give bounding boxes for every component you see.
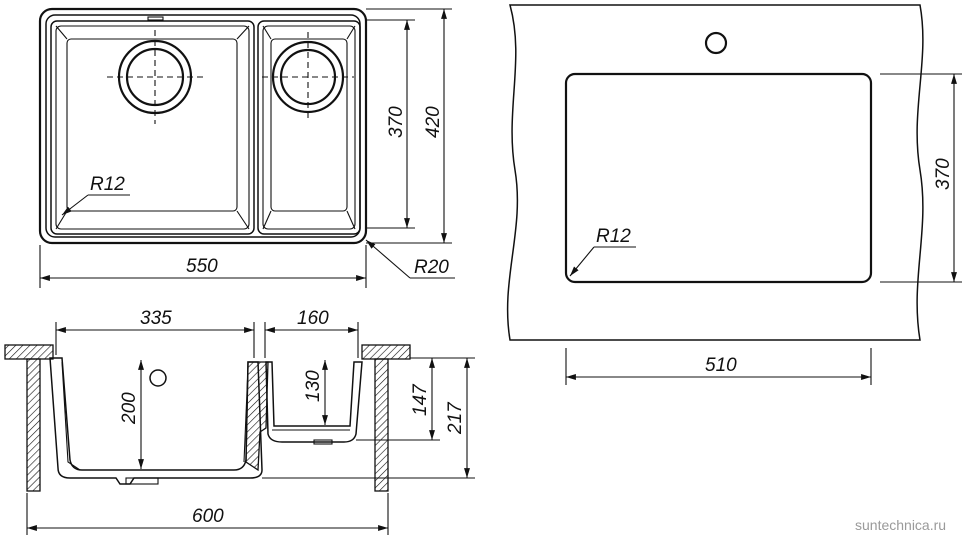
- section-left-depth-label: 200: [119, 392, 140, 425]
- top-width-label: 550: [186, 256, 218, 277]
- top-radius-inner-label: R12: [90, 174, 125, 195]
- section-height-147-label: 147: [410, 383, 431, 416]
- section-height-217-label: 217: [445, 401, 466, 435]
- section-left-width-label: 335: [140, 308, 172, 329]
- top-depth-outer-label: 420: [423, 106, 444, 138]
- cabinet-wall-left: [26, 358, 41, 492]
- cutout-width-label: 510: [705, 355, 737, 376]
- cutout-radius-label: R12: [596, 226, 631, 247]
- cutout-opening: [564, 72, 873, 284]
- section-view: 335 160 200 130 147 217 600: [4, 308, 475, 535]
- countertop-left: [4, 344, 54, 360]
- right-bowl-top: [257, 20, 361, 235]
- section-total-width-label: 600: [192, 506, 224, 527]
- watermark-text: suntechnica.ru: [855, 517, 946, 533]
- section-right-width-label: 160: [297, 308, 329, 329]
- overflow-hole-icon: [149, 369, 167, 387]
- left-bowl-section: [49, 357, 263, 485]
- sink-outer-rim: [38, 7, 368, 245]
- top-depth-inner-label: 370: [386, 106, 407, 138]
- top-view: R12 550 370 420 R20: [38, 7, 455, 288]
- cabinet-wall-right: [374, 358, 389, 492]
- left-drain-icon: [107, 30, 203, 124]
- countertop-right: [361, 344, 411, 360]
- faucet-slot: [147, 16, 164, 21]
- cutout-view: R12 510 370: [506, 4, 962, 385]
- left-bowl-top: [50, 20, 255, 235]
- faucet-hole-icon: [704, 31, 728, 55]
- right-bowl-section: [265, 361, 363, 443]
- sink-inner-rim: [45, 14, 361, 238]
- section-right-depth-label: 130: [303, 370, 324, 402]
- cutout-depth-label: 370: [933, 158, 954, 190]
- right-drain-icon: [262, 32, 354, 122]
- countertop-outline: [506, 4, 924, 341]
- bowl-divider: [245, 361, 269, 472]
- top-radius-outer-label: R20: [414, 257, 449, 278]
